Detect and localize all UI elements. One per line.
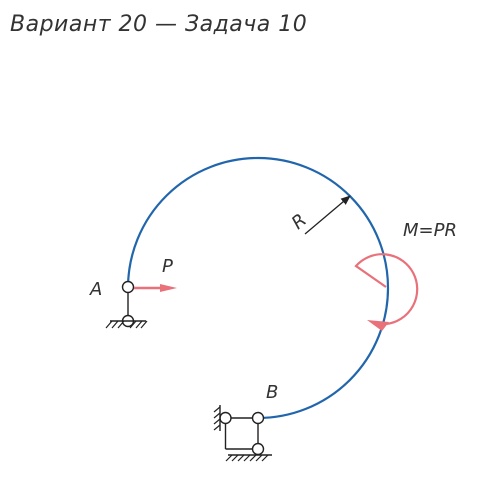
moment-label: M=PR (403, 220, 457, 241)
point-b-label: B (266, 382, 278, 403)
moment-arrow (354, 253, 419, 331)
radius-indicator (304, 195, 351, 235)
force-p-label: P (162, 256, 173, 277)
point-a-label: A (89, 279, 102, 300)
page-title: Вариант 20 — Задача 10 (10, 12, 308, 37)
support-a (105, 280, 148, 329)
force-p-arrow (134, 284, 177, 292)
radius-r-label: R (288, 210, 311, 234)
support-b (213, 405, 272, 462)
